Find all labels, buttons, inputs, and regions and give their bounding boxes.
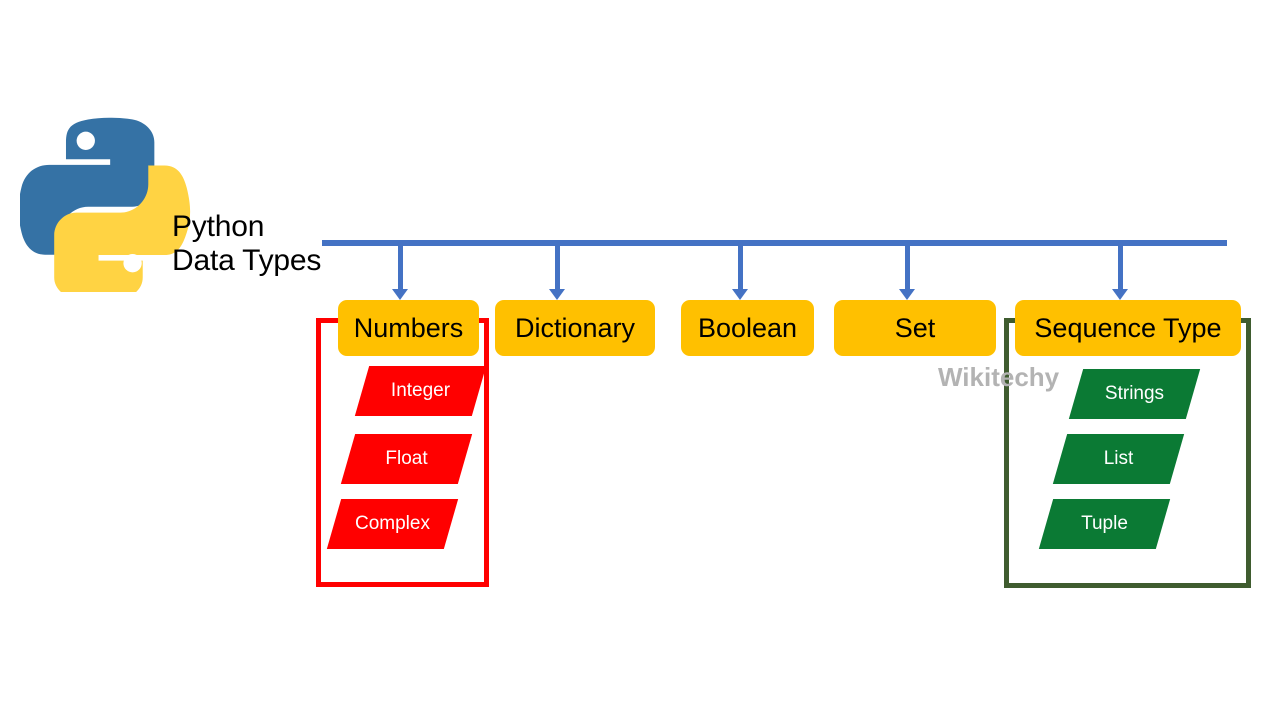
category-label: Set: [894, 312, 936, 343]
connector-arrow-4: [1112, 245, 1128, 300]
connector-arrow-0: [392, 245, 408, 300]
arrow-stem: [398, 245, 403, 289]
category-box-boolean[interactable]: Boolean: [681, 300, 814, 356]
sequence-group-item-list[interactable]: List: [1052, 434, 1185, 484]
python-logo: [20, 112, 200, 292]
arrow-stem: [738, 245, 743, 289]
connector-arrow-2: [732, 245, 748, 300]
item-label: Complex: [355, 513, 430, 534]
category-label: Dictionary: [514, 312, 636, 343]
category-box-set[interactable]: Set: [834, 300, 996, 356]
connector-bus-line: [322, 240, 1227, 246]
arrow-head-icon: [1112, 289, 1128, 300]
python-logo-icon: [20, 117, 191, 292]
connector-arrow-1: [549, 245, 565, 300]
category-label: Numbers: [353, 312, 464, 343]
sequence-group-item-tuple[interactable]: Tuple: [1038, 499, 1171, 549]
arrow-head-icon: [549, 289, 565, 300]
category-box-dictionary[interactable]: Dictionary: [495, 300, 655, 356]
arrow-stem: [1118, 245, 1123, 289]
arrow-stem: [555, 245, 560, 289]
item-label: Strings: [1104, 383, 1165, 404]
arrow-head-icon: [392, 289, 408, 300]
item-label: Tuple: [1081, 513, 1128, 534]
numbers-group-item-complex[interactable]: Complex: [326, 499, 459, 549]
category-label: Boolean: [697, 312, 798, 343]
sequence-group-item-strings[interactable]: Strings: [1068, 369, 1201, 419]
category-box-sequence-type[interactable]: Sequence Type: [1015, 300, 1241, 356]
page-title: Python Data Types: [172, 210, 322, 277]
arrow-head-icon: [899, 289, 915, 300]
connector-arrow-3: [899, 245, 915, 300]
category-box-numbers[interactable]: Numbers: [338, 300, 479, 356]
item-label: List: [1103, 448, 1134, 469]
watermark: Wikitechy: [938, 362, 1060, 392]
arrow-stem: [905, 245, 910, 289]
item-label: Integer: [390, 380, 451, 401]
numbers-group-item-integer[interactable]: Integer: [354, 366, 487, 416]
numbers-group-item-float[interactable]: Float: [340, 434, 473, 484]
arrow-head-icon: [732, 289, 748, 300]
category-label: Sequence Type: [1034, 312, 1222, 343]
item-label: Float: [385, 448, 428, 469]
